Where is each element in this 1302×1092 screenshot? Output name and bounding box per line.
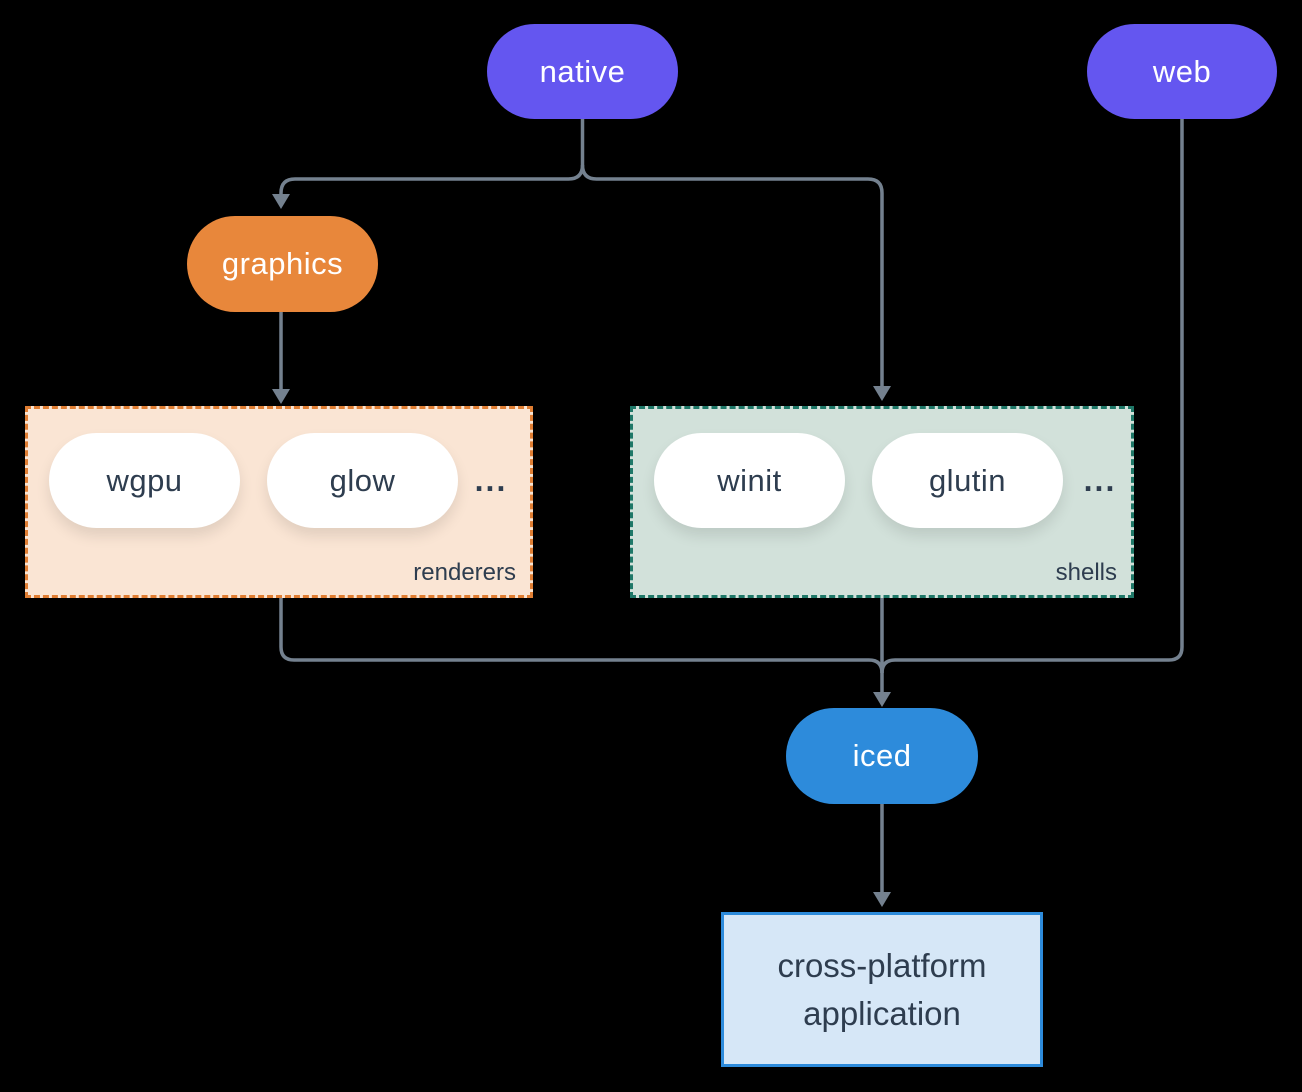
node-graphics-label: graphics [221, 246, 344, 281]
arrowhead-application [873, 892, 891, 907]
node-iced-pill: iced [786, 708, 978, 804]
renderers-ellipsis: ... [474, 462, 508, 498]
node-winit-pill: winit [654, 433, 845, 528]
node-web-pill: web [1087, 24, 1277, 119]
application-label-line1: cross-platform [777, 946, 987, 984]
shells-ellipsis: ... [1083, 462, 1117, 498]
group-shells-box: winit glutin ... shells [630, 406, 1134, 598]
node-glow-pill: glow [267, 433, 458, 528]
arrowhead-graphics [272, 194, 290, 209]
node-web-label: web [1152, 53, 1212, 89]
node-wgpu-pill: wgpu [49, 433, 240, 528]
node-iced-label: iced [852, 738, 912, 773]
application-label-line2: application [803, 994, 961, 1032]
node-native-label: native [539, 53, 626, 89]
node-glutin-label: glutin [928, 462, 1007, 498]
node-winit-label: winit [717, 462, 782, 498]
edge-native-to-shells [580, 164, 884, 391]
arrowhead-shells [873, 386, 891, 401]
arrowhead-iced [873, 692, 891, 707]
group-renderers-box: wgpu glow ... renderers [25, 406, 533, 598]
shells-group-label: shells [1055, 559, 1117, 586]
node-wgpu-label: wgpu [106, 462, 183, 498]
renderers-group-label: renderers [413, 559, 516, 586]
arrowhead-renderers [272, 389, 290, 404]
edge-native-to-graphics [279, 119, 585, 199]
cross-platform-application-box: cross-platform application [721, 912, 1043, 1067]
edge-renderers-to-iced [279, 598, 884, 674]
node-glow-label: glow [329, 462, 396, 498]
node-glutin-pill: glutin [872, 433, 1063, 528]
node-graphics-pill: graphics [187, 216, 378, 312]
node-native-pill: native [487, 24, 678, 119]
